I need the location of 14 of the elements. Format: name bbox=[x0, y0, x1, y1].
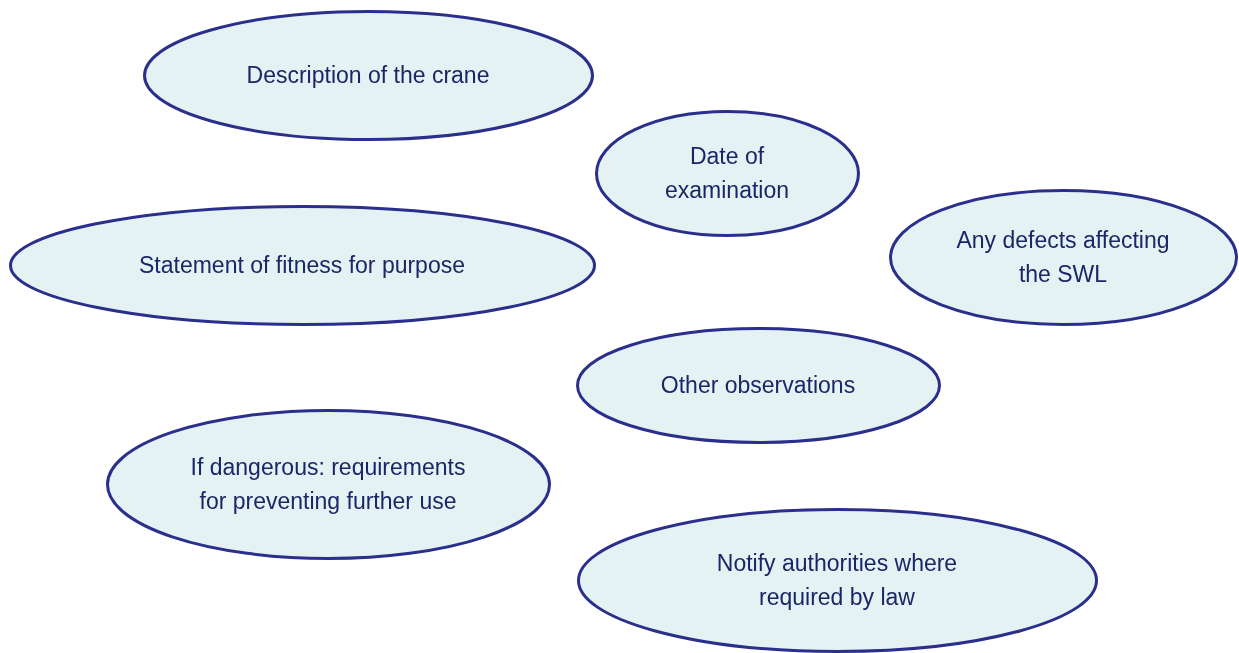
node-label: Notify authorities where required by law bbox=[715, 549, 959, 612]
oval-node bbox=[576, 507, 1098, 653]
oval-node bbox=[888, 188, 1238, 326]
oval-node bbox=[594, 109, 860, 237]
oval-node bbox=[142, 9, 594, 141]
node-label: Date of examination bbox=[664, 142, 790, 205]
oval-node bbox=[8, 204, 596, 326]
node-label: Description of the crane bbox=[246, 61, 490, 90]
oval-node bbox=[105, 408, 551, 560]
node-label: If dangerous: requirements for preventing further use bbox=[189, 453, 467, 516]
node-label: Other observations bbox=[660, 371, 856, 400]
node-label: Any defects affecting the SWL bbox=[955, 226, 1171, 289]
oval-node bbox=[575, 326, 941, 444]
node-label: Statement of fitness for purpose bbox=[139, 251, 465, 280]
